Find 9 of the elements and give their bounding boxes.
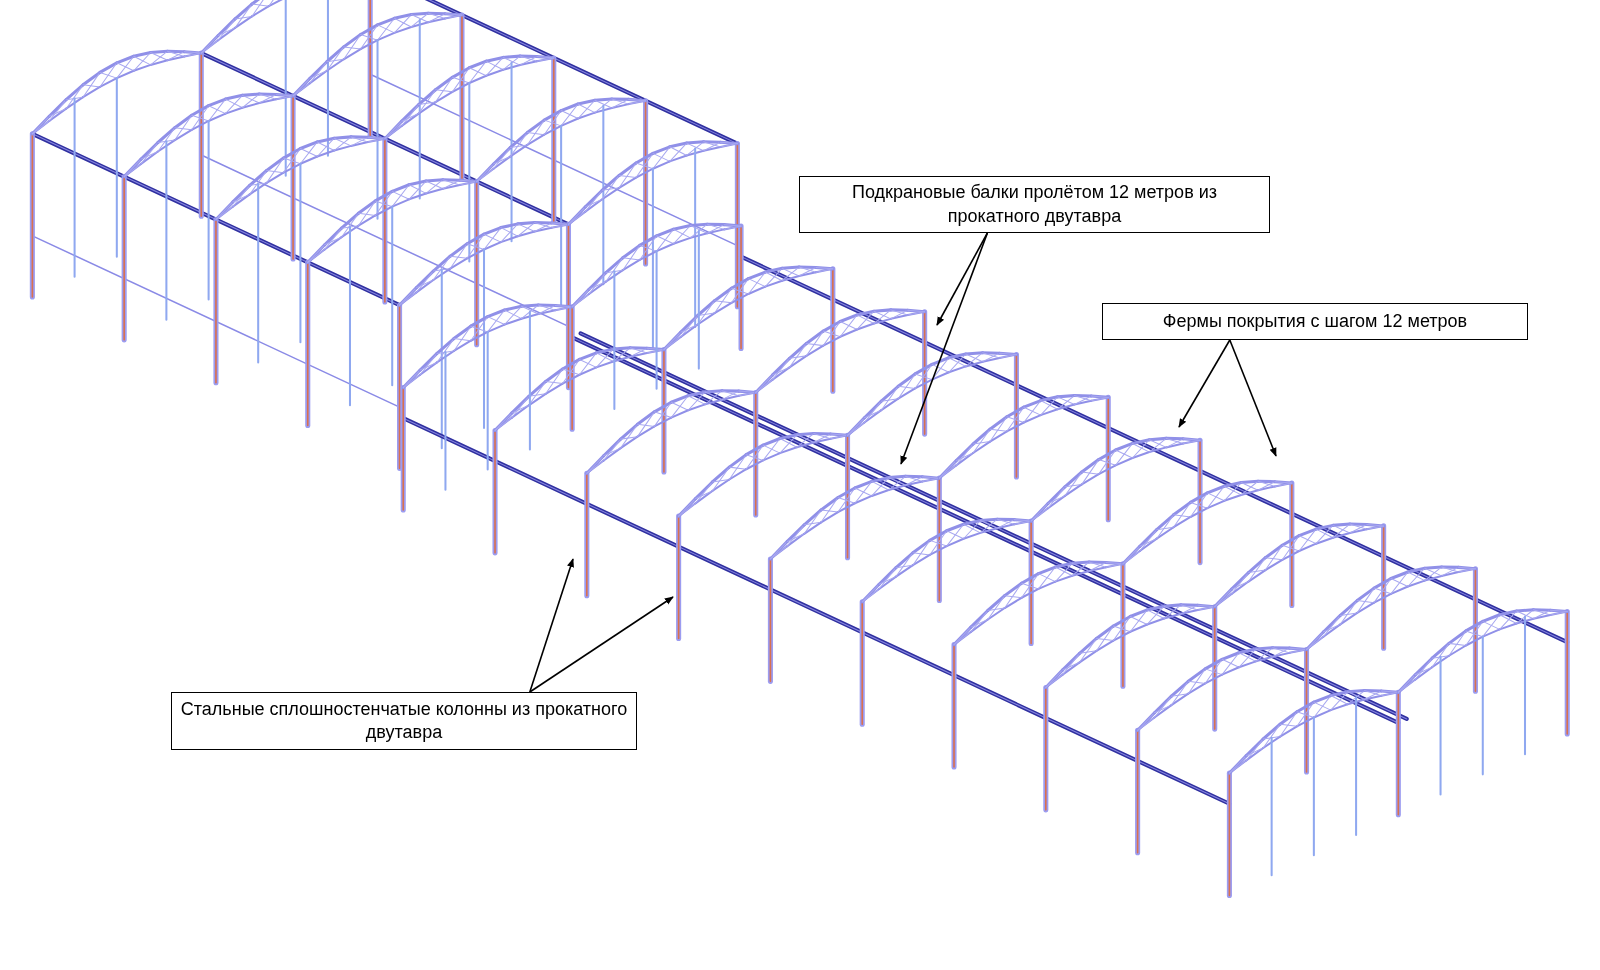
leader-arrow: [900, 232, 989, 465]
callout-box: Фермы покрытия с шагом 12 метров: [1102, 303, 1528, 340]
callout-box: Стальные сплошностенчатые колонны из прокатного двутавра: [171, 692, 637, 750]
leader-arrow: [1178, 339, 1231, 428]
leader-arrow: [529, 596, 674, 693]
callout-box: Подкрановые балки пролётом 12 метров из прокатного двутавра: [799, 176, 1270, 233]
leader-arrow: [1229, 339, 1277, 457]
leader-arrow: [936, 232, 989, 326]
leader-arrow: [529, 558, 574, 693]
